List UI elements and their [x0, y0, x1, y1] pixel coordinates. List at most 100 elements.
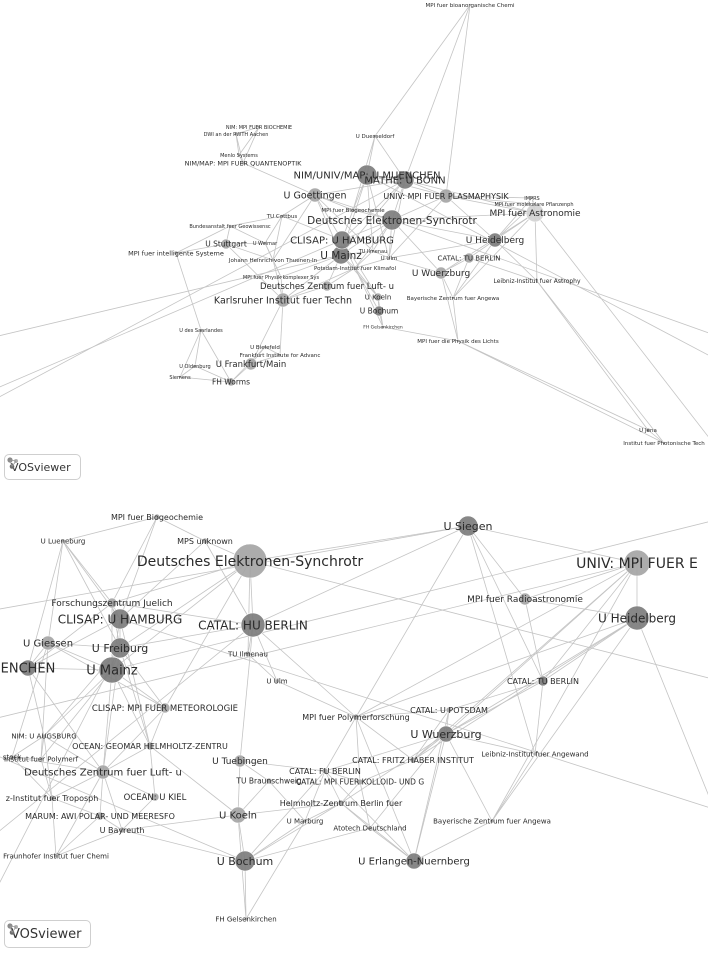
node-mpi_radio[interactable]: [518, 592, 532, 606]
node-label-dlr[interactable]: Deutsches Zentrum fuer Luft- u: [24, 768, 182, 779]
node-bundesanstalt[interactable]: [228, 224, 232, 228]
node-label-nim_quant[interactable]: NIM/MAP: MPI FUER QUANTENOPTIK: [185, 159, 303, 167]
node-leibniz_astro[interactable]: [535, 279, 539, 283]
node-u_saarlandes[interactable]: [199, 328, 203, 332]
node-label-mpi_phys_kompl[interactable]: MPI fuer Physik komplexer Sys: [243, 275, 320, 281]
node-label-inst_polymerf[interactable]: Institut fuer Polymerf: [4, 756, 79, 764]
node-label-u_wuerzburg[interactable]: U Wuerzburg: [412, 269, 470, 279]
node-mpi_mol_pfl[interactable]: [532, 202, 536, 206]
node-label-u_freiburg[interactable]: U Freiburg: [92, 642, 148, 655]
node-label-leibniz_astro[interactable]: Leibniz-Institut fuer Astrophy: [493, 278, 581, 285]
node-label-mpi_radio[interactable]: MPI fuer Radioastronomie: [467, 595, 583, 605]
node-label-u_bochum[interactable]: U Bochum: [217, 855, 274, 868]
node-marum[interactable]: [95, 811, 105, 821]
node-label-inst_troposph[interactable]: z-Institut fuer Troposph: [6, 794, 99, 803]
node-u_koeln[interactable]: [229, 806, 247, 824]
node-label-clisap_hh[interactable]: CLISAP: U HAMBURG: [58, 612, 183, 626]
node-label-nim_muenchen[interactable]: ENCHEN: [1, 662, 56, 677]
node-u_mainz[interactable]: [98, 656, 126, 684]
node-label-catal_fritz[interactable]: CATAL: FRITZ HABER INSTITUT: [352, 756, 474, 765]
node-label-univ_plasma[interactable]: UNIV: MPI FUER E: [576, 556, 698, 572]
node-u_freiburg[interactable]: [109, 637, 131, 659]
node-label-menlo[interactable]: Menlo Systems: [220, 153, 258, 159]
node-u_erlangen[interactable]: [405, 852, 423, 870]
node-nim_augsburg[interactable]: [41, 733, 47, 739]
node-u_koeln[interactable]: [373, 292, 383, 302]
node-label-mpi_bioorg[interactable]: MPI fuer bioanorganische Chemi: [426, 3, 515, 9]
node-univ_plasma[interactable]: [438, 188, 454, 204]
node-label-tu_cottbus[interactable]: TU Cottbus: [266, 214, 298, 220]
node-label-mpi_polymer[interactable]: MPI fuer Polymerforschung: [302, 713, 410, 722]
node-label-u_mainz[interactable]: U Mainz: [86, 664, 138, 679]
node-dlr[interactable]: [321, 280, 333, 292]
node-label-tu_ilmenau[interactable]: TU Ilmenau: [358, 249, 388, 255]
node-label-ipht[interactable]: Institut fuer Photonische Tech: [623, 441, 705, 447]
node-catal_hu_berlin[interactable]: [240, 612, 266, 638]
node-u_bochum[interactable]: [234, 850, 256, 872]
node-label-catal_tu_berlin[interactable]: CATAL: TU BERLIN: [437, 255, 500, 263]
node-label-mathe_bonn[interactable]: MATHE: U BONN: [364, 176, 445, 187]
node-u_duesseldorf[interactable]: [373, 134, 377, 138]
node-fias[interactable]: [278, 353, 282, 357]
node-label-atotech[interactable]: Atotech Deutschland: [333, 825, 406, 833]
node-u_bielefeld[interactable]: [263, 345, 267, 349]
node-label-u_tuebingen[interactable]: U Tuebingen: [212, 757, 268, 767]
node-inst_polymerf[interactable]: [38, 756, 44, 762]
node-univ_plasma[interactable]: [623, 549, 651, 577]
node-catal_mpi_kolloid[interactable]: [356, 778, 364, 786]
node-label-u_bochum[interactable]: U Bochum: [360, 307, 399, 316]
node-u_marburg[interactable]: [302, 818, 308, 824]
node-label-thuenen[interactable]: Johann Heinrich von Thuenen-In: [228, 258, 318, 264]
node-u_heidelberg[interactable]: [487, 232, 503, 248]
node-clisap_hh[interactable]: [109, 608, 131, 630]
node-u_lueneburg[interactable]: [60, 538, 66, 544]
node-label-helmholtz_berlin[interactable]: Helmholtz-Zentrum Berlin fuer: [280, 799, 403, 808]
node-dwi[interactable]: [234, 132, 238, 136]
node-label-mps_unknown[interactable]: MPS unknown: [177, 537, 233, 546]
node-fh_gelsen[interactable]: [243, 916, 249, 922]
node-label-dlr[interactable]: Deutsches Zentrum fuer Luft- u: [260, 282, 394, 292]
node-mpi_polymer[interactable]: [352, 713, 360, 721]
node-label-mpi_biogeo[interactable]: MPI fuer Biogeochemie: [111, 513, 203, 522]
node-dlr[interactable]: [95, 764, 111, 780]
node-label-leibniz_angew[interactable]: Leibniz-Institut fuer Angewand: [481, 751, 588, 759]
node-label-fh_worms[interactable]: FH Worms: [212, 378, 250, 387]
node-label-u_heidelberg[interactable]: U Heidelberg: [598, 611, 676, 625]
node-mps_unknown[interactable]: [201, 537, 209, 545]
node-tu_ilmenau[interactable]: [244, 650, 252, 658]
node-u_tuebingen[interactable]: [233, 754, 247, 768]
node-u_jena[interactable]: [645, 427, 651, 433]
node-label-u_goettingen[interactable]: U Goettingen: [284, 190, 347, 201]
node-kit[interactable]: [275, 292, 291, 308]
node-u_ulm[interactable]: [387, 256, 391, 260]
node-desy[interactable]: [381, 209, 403, 231]
node-label-u_bayreuth[interactable]: U Bayreuth: [100, 826, 145, 835]
node-mpi_phys_kompl[interactable]: [279, 275, 283, 279]
node-label-u_mainz[interactable]: U Mainz: [320, 250, 362, 262]
node-mpi_bioorg[interactable]: [468, 3, 472, 7]
node-label-u_koeln[interactable]: U Koeln: [365, 294, 392, 302]
node-label-u_lueneburg[interactable]: U Lueneburg: [41, 538, 86, 546]
node-u_frankfurt[interactable]: [244, 357, 258, 371]
node-label-u_frankfurt[interactable]: U Frankfurt/Main: [216, 360, 287, 370]
node-label-marum[interactable]: MARUM: AWI POLAR- UND MEERESFO: [25, 812, 175, 821]
node-label-nim_muenchen[interactable]: NIM/UNIV/MAP: U MUENCHEN: [294, 171, 441, 182]
node-catal_tu_berlin[interactable]: [537, 675, 549, 687]
node-u_stuttgart[interactable]: [220, 238, 232, 250]
node-catal_fritz[interactable]: [409, 756, 417, 764]
node-label-stock[interactable]: stock: [3, 754, 23, 762]
node-stock[interactable]: [9, 754, 15, 760]
node-u_heidelberg[interactable]: [624, 605, 650, 631]
node-u_goettingen[interactable]: [307, 187, 323, 203]
node-label-u_stuttgart[interactable]: U Stuttgart: [205, 240, 247, 249]
node-siemens[interactable]: [178, 375, 182, 379]
node-inst_troposph[interactable]: [48, 794, 56, 802]
node-u_wuerzburg[interactable]: [434, 266, 448, 280]
node-label-mpi_licht[interactable]: MPI fuer die Physik des Lichts: [417, 339, 499, 345]
node-catal_fu_berlin[interactable]: [321, 767, 329, 775]
node-u_giessen[interactable]: [40, 635, 56, 651]
node-catal_u_potsdam[interactable]: [445, 706, 453, 714]
